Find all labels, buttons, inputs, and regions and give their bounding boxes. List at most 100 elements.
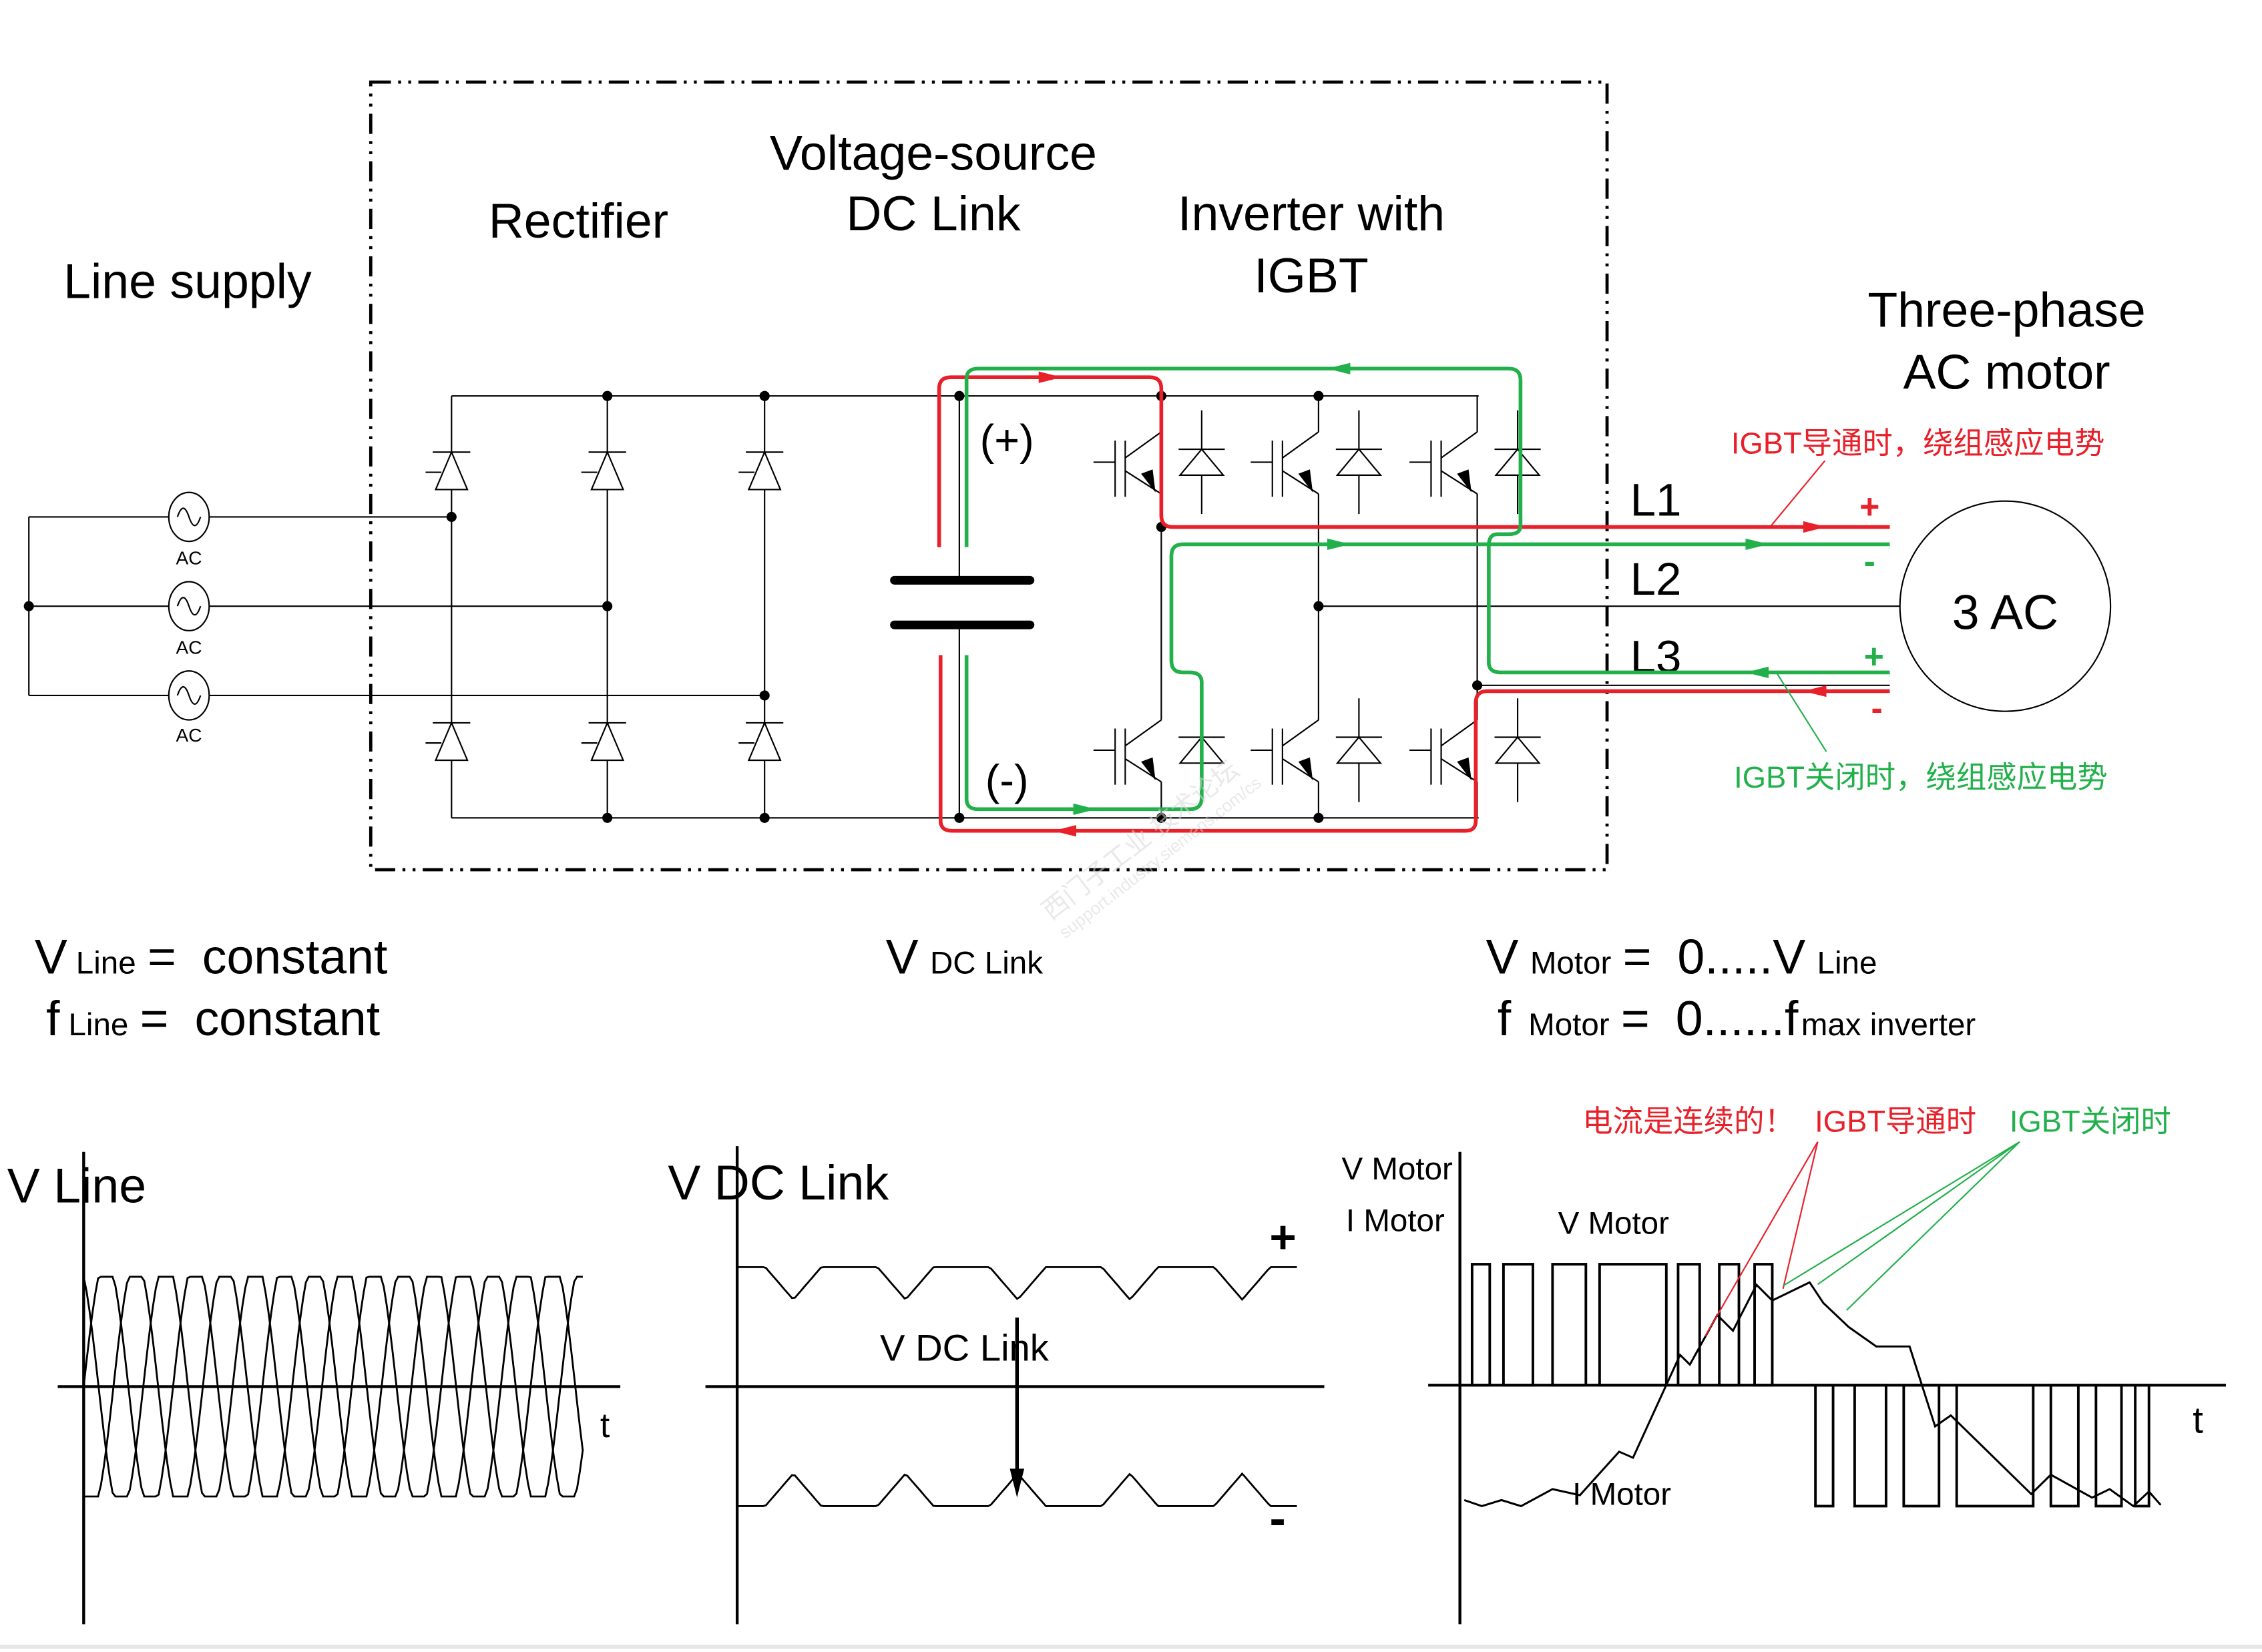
freewheel-diode — [1335, 410, 1383, 515]
ac-source-label: AC — [176, 725, 202, 746]
series-line — [83, 1276, 583, 1498]
pwm-pulse — [1470, 1263, 1492, 1387]
chart-v-line: V Line t — [7, 1151, 621, 1625]
watermark: 西门子工业 技术论坛 support.industry.siemens.com/… — [1037, 755, 1265, 942]
igbt-switch — [1251, 719, 1319, 785]
igbt-switch — [1093, 431, 1162, 497]
freewheel-current-path — [964, 362, 1890, 815]
x-axis-label: t — [600, 1406, 610, 1444]
dc-link-title-line2: DC Link — [846, 186, 1021, 241]
x-axis-label: t — [2193, 1398, 2203, 1440]
igbt-switch — [1093, 719, 1162, 785]
rectifier-bridge — [425, 390, 959, 823]
phase-l2-label: L2 — [1630, 553, 1682, 605]
rectifier-diode — [738, 721, 784, 762]
series-line — [737, 1472, 1297, 1507]
dc-plus-label: (+) — [980, 416, 1034, 465]
bottom-edge — [0, 1645, 2262, 1649]
converter-boundary — [369, 80, 1609, 872]
ac-source-1: AC — [168, 491, 210, 569]
svg-text:VDC Link: VDC Link — [886, 929, 1044, 984]
pwm-pulse — [1676, 1263, 1701, 1387]
dc-minus-label: (-) — [985, 756, 1029, 804]
inverter-title-line1: Inverter with — [1178, 186, 1445, 241]
ac-source-3: AC — [168, 670, 210, 746]
pwm-pulse — [2094, 1384, 2123, 1508]
l1-plus-mark: + — [1859, 487, 1879, 526]
freewheel-diode — [1178, 410, 1225, 515]
svg-text:西门子工业 技术论坛: 西门子工业 技术论坛 — [1037, 755, 1245, 926]
freewheel-diode — [1335, 698, 1383, 802]
pwm-pulse — [1753, 1263, 1774, 1387]
l2-minus-mark: - — [1864, 542, 1875, 581]
pwm-pulse — [1955, 1384, 2035, 1508]
igbt-off-emf-note: IGBT关闭时，绕组感应电势 — [1734, 760, 2108, 794]
motor-title-line2: AC motor — [1903, 344, 2110, 399]
pwm-pulse — [2049, 1384, 2080, 1508]
motor-title-line1: Three-phase — [1867, 283, 2145, 338]
inverter-title-line2: IGBT — [1254, 248, 1368, 303]
pwm-pulse — [1551, 1263, 1588, 1387]
rectifier-diode — [581, 721, 626, 762]
phase-l1-label: L1 — [1630, 473, 1682, 525]
chart-motor: V Motor I Motor V Motor I Motor t 电流是连续的… — [1341, 1105, 2226, 1625]
i-motor-label: I Motor — [1572, 1476, 1671, 1512]
pwm-pulse — [2134, 1384, 2151, 1508]
l3-minus-mark: - — [1871, 689, 1882, 728]
neutral-node — [23, 601, 34, 611]
pwm-pulse — [1598, 1263, 1668, 1387]
ac-source-label: AC — [176, 637, 202, 657]
y-axis-label-i: I Motor — [1346, 1203, 1445, 1238]
igbt-off-note: IGBT关闭时 — [2010, 1105, 2171, 1139]
dc-link-capacitor: (+) (-) — [890, 390, 1035, 823]
igbt-on-emf-note: IGBT导通时，绕组感应电势 — [1731, 427, 2105, 461]
rectifier-diode — [425, 450, 471, 491]
ac-motor[interactable]: 3 AC — [1899, 500, 2112, 712]
ac-source-label: AC — [176, 548, 202, 569]
y-axis-label: V Line — [7, 1158, 146, 1213]
chart-v-dc: V DC Link + - V DC Link — [668, 1146, 1325, 1625]
ac-sources: AC AC AC — [23, 491, 765, 746]
plus-rail-label: + — [1269, 1211, 1296, 1263]
igbt-switch — [1251, 431, 1319, 497]
igbt-switch — [1409, 431, 1478, 497]
pwm-pulse — [1902, 1384, 1941, 1508]
igbt-off-leaders — [1783, 1141, 2020, 1311]
series-line — [82, 1276, 584, 1498]
rectifier-diode — [425, 721, 471, 762]
dc-link-title-line1: Voltage-source — [770, 126, 1097, 181]
igbt-on-leaders — [1705, 1141, 1819, 1337]
v-dc-annotation: V DC Link — [880, 1327, 1050, 1369]
series-line — [737, 1266, 1297, 1301]
pwm-pulse — [1502, 1263, 1534, 1387]
rectifier-diode — [581, 450, 626, 491]
pwm-pulse — [1718, 1263, 1741, 1387]
line-supply-title: Line supply — [63, 254, 312, 309]
motor-current-line — [1463, 1281, 2162, 1508]
rectifier-title: Rectifier — [489, 194, 668, 248]
rectifier-diode — [738, 450, 784, 491]
y-axis-label-v: V Motor — [1341, 1151, 1453, 1187]
y-axis-label: V DC Link — [668, 1155, 889, 1210]
v-motor-label: V Motor — [1558, 1206, 1670, 1242]
freewheel-diode — [1494, 698, 1541, 802]
phase-l3-label: L3 — [1630, 630, 1682, 682]
conducting-current-path — [937, 371, 1890, 837]
pwm-pulse — [1814, 1384, 1835, 1508]
igbt-switch — [1409, 719, 1478, 785]
l3-plus-mark: + — [1864, 637, 1884, 675]
motor-label: 3 AC — [1952, 585, 2058, 640]
freewheel-diode — [1494, 410, 1541, 515]
dc-voltage-arrowhead — [1009, 1468, 1025, 1498]
series-line — [82, 1276, 584, 1498]
minus-rail-label: - — [1269, 1491, 1285, 1546]
pwm-pulse — [1853, 1384, 1887, 1508]
